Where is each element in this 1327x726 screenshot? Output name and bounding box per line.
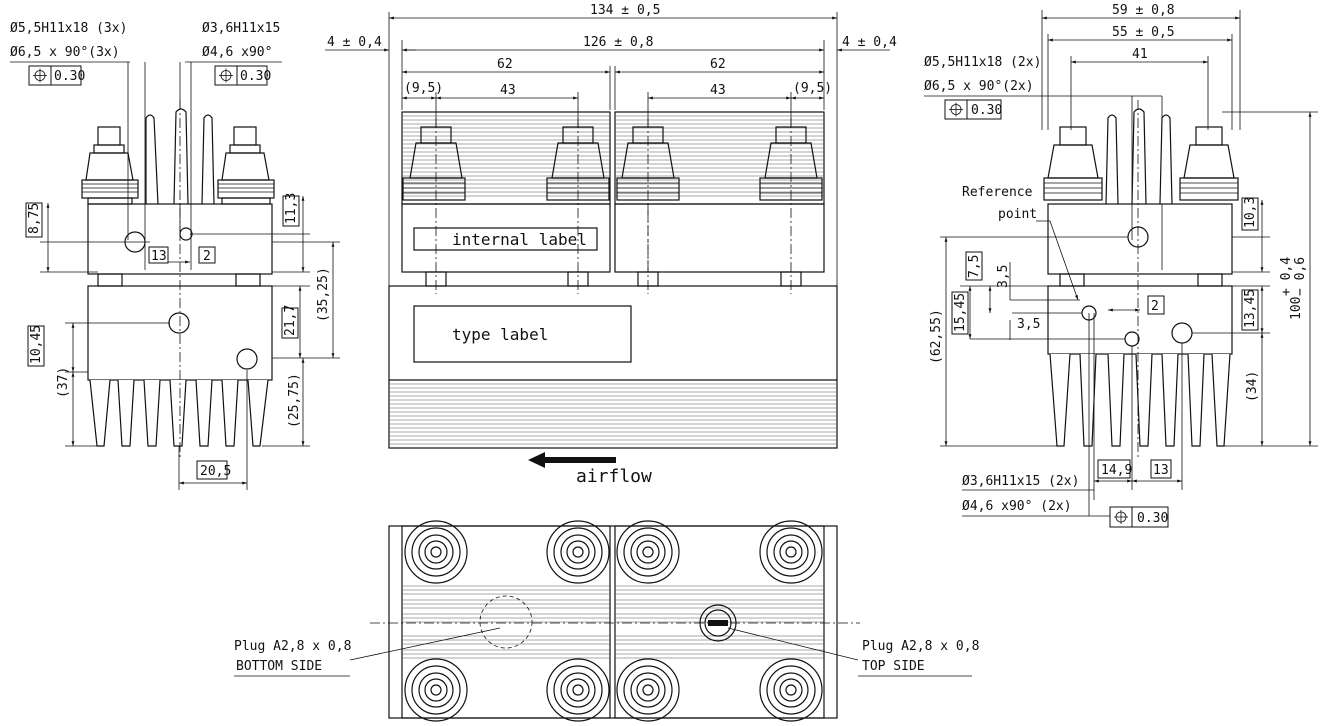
left-terminal-2 [217,126,275,205]
internal-label-text: internal label [452,230,587,249]
right-callout-small-2: Ø4,6 x90° (2x) [962,499,1072,514]
left-dim-10-45: 10,45 [29,325,44,364]
front-dim-62-right: 62 [710,57,726,72]
right-dim-62-55: (62,55) [929,309,944,364]
bottom-terminal-2 [546,520,610,584]
left-tolerance-small: 0.30 [240,69,271,84]
right-dim-59: 59 ± 0,8 [1112,3,1175,18]
right-tolerance-small: 0.30 [1137,511,1168,526]
left-dim-13: 13 [151,249,167,264]
left-callout-small-2: Ø4,6 x90° [202,45,272,60]
left-dim-11-3: 11,3 [284,193,299,224]
front-dim-134: 134 ± 0,5 [590,3,660,18]
type-label-box [413,305,632,363]
right-dim-3-5b: 3,5 [1017,317,1040,332]
front-dim-9-5-left: (9,5) [404,81,443,96]
airflow-arrow-icon [528,452,616,468]
right-dim-100-tol-minus: − 0,6 [1293,257,1308,296]
bottom-terminal-8 [759,658,823,722]
right-dim-13: 13 [1153,463,1169,478]
left-callout-large-1: Ø5,5H11x18 (3x) [10,21,127,36]
right-dim-100-tol-plus: + 0,4 [1279,257,1294,296]
left-dim-21-7: 21,7 [283,305,298,336]
right-dim-100: 100 [1289,297,1304,320]
reference-point-2: point [998,207,1037,222]
plug-top-label-2: TOP SIDE [862,659,925,674]
plug-bottom-side [479,595,533,649]
bottom-terminal-6 [546,658,610,722]
right-dim-15-45: 15,45 [953,293,968,332]
left-tolerance-large: 0.30 [54,69,85,84]
front-dim-62-left: 62 [497,57,513,72]
bottom-terminal-3 [616,520,680,584]
front-dim-43-right: 43 [710,83,726,98]
front-terminal-1 [402,126,466,201]
front-dim-left-margin: 4 ± 0,4 [327,35,382,50]
left-dim-20-5: 20,5 [200,464,231,479]
right-terminal-2 [1179,126,1239,201]
right-callout-large-2: Ø6,5 x 90°(2x) [924,79,1034,94]
left-dim-35-25: (35,25) [316,267,331,322]
right-dim-41: 41 [1132,47,1148,62]
left-callout-small-1: Ø3,6H11x15 [202,21,280,36]
left-dim-8-75: 8,75 [27,203,42,234]
plug-bottom-label-1: Plug A2,8 x 0,8 [234,639,351,654]
front-dim-9-5-right: (9,5) [793,81,832,96]
right-dim-2: 2 [1151,299,1159,314]
right-dim-34: (34) [1245,371,1260,402]
left-dim-25-75: (25,75) [287,373,302,428]
bottom-terminal-5 [404,658,468,722]
front-dim-43-left: 43 [500,83,516,98]
right-side-view: 59 ± 0,8 55 ± 0,5 41 Ø5,5H11x18 (2x) Ø6,… [924,3,1318,528]
front-view: 134 ± 0,5 126 ± 0,8 4 ± 0,4 4 ± 0,4 62 6… [325,3,897,487]
airflow-label: airflow [576,466,652,487]
left-dim-37: (37) [56,367,71,398]
plug-bottom-label-2: BOTTOM SIDE [236,659,322,674]
left-dim-2: 2 [203,249,211,264]
right-dim-3-5a: 3,5 [996,265,1011,288]
bottom-terminal-4 [759,520,823,584]
right-terminal-1 [1043,126,1103,201]
bottom-terminal-1 [404,520,468,584]
type-label-text: type label [452,325,548,344]
bottom-terminal-7 [616,658,680,722]
internal-label-box [413,227,598,251]
plug-top-label-1: Plug A2,8 x 0,8 [862,639,979,654]
right-callout-small-1: Ø3,6H11x15 (2x) [962,474,1079,489]
left-terminal-1 [81,126,139,205]
left-side-view: Ø5,5H11x18 (3x) Ø6,5 x 90°(3x) 0.30 Ø3,6… [10,21,340,490]
plug-top-side [699,604,737,642]
left-callout-large-2: Ø6,5 x 90°(3x) [10,45,120,60]
right-dim-55: 55 ± 0,5 [1112,25,1175,40]
right-dim-10-3: 10,3 [1243,197,1258,228]
right-dim-13-45: 13,45 [1243,289,1258,328]
front-dim-126: 126 ± 0,8 [583,35,653,50]
bottom-view: Plug A2,8 x 0,8 BOTTOM SIDE Plug A2,8 x … [234,520,979,722]
reference-point-1: Reference [962,185,1033,200]
front-dim-right-margin: 4 ± 0,4 [842,35,897,50]
right-dim-14-9: 14,9 [1101,463,1132,478]
right-dim-7-5: 7,5 [967,255,982,278]
right-callout-large-1: Ø5,5H11x18 (2x) [924,55,1041,70]
right-tolerance-large: 0.30 [971,103,1002,118]
